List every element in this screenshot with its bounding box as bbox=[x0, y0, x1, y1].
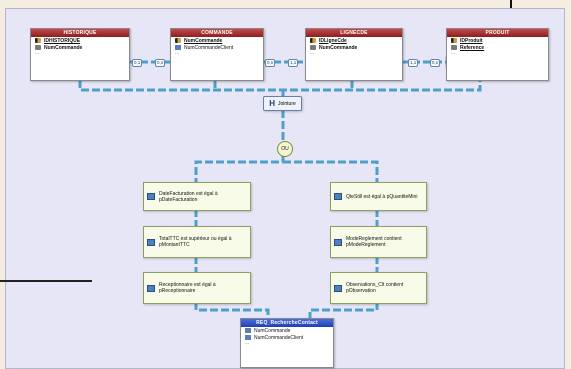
primary-key-icon bbox=[310, 38, 316, 43]
join-icon: H bbox=[269, 99, 275, 108]
or-operator-label: OU bbox=[281, 146, 289, 152]
cardinality-label[interactable]: 0,n bbox=[430, 59, 441, 67]
condition-icon bbox=[147, 193, 155, 200]
field-row[interactable]: Reference bbox=[447, 44, 548, 51]
divider-line bbox=[0, 280, 92, 282]
condition-icon bbox=[334, 284, 342, 292]
more-fields: ... bbox=[310, 50, 315, 56]
condition-icon bbox=[334, 193, 342, 200]
condition-box[interactable]: QteStill est égal à pQuantiteMini bbox=[330, 182, 427, 211]
foreign-key-icon bbox=[451, 45, 457, 50]
more-fields: ... bbox=[175, 50, 180, 56]
field-row[interactable]: NumCommande bbox=[171, 37, 263, 44]
field-row[interactable]: NumCommande bbox=[241, 327, 333, 334]
field-row[interactable]: IDProduit bbox=[447, 37, 548, 44]
primary-key-icon bbox=[451, 38, 457, 43]
field-name: NumCommandeClient bbox=[184, 44, 234, 51]
condition-text: ModeReglement contient pModeReglement bbox=[346, 236, 402, 248]
condition-icon bbox=[147, 238, 155, 246]
cardinality-label[interactable]: 0,1 bbox=[132, 59, 143, 67]
jointure-node[interactable]: H Jointure bbox=[263, 96, 302, 111]
field-name: NumCommandeClient bbox=[254, 334, 304, 341]
condition-box[interactable]: Observations_Clt contient pObservation bbox=[330, 272, 427, 304]
cardinality-label[interactable]: 0,n bbox=[155, 59, 166, 67]
condition-box[interactable]: DateFacturation est égal à pDateFacturat… bbox=[143, 182, 251, 211]
field-name: IDLigneCde bbox=[319, 37, 347, 44]
table-historique[interactable]: HISTORIQUE IDHISTORIQUE NumCommande ... bbox=[30, 28, 130, 81]
more-fields: ... bbox=[245, 340, 250, 346]
condition-text: Observations_Clt contient pObservation bbox=[346, 282, 404, 294]
field-row[interactable]: IDLigneCde bbox=[306, 37, 402, 44]
table-title: LIGNECDE bbox=[306, 29, 402, 37]
foreign-key-icon bbox=[310, 45, 316, 50]
field-row[interactable]: NumCommandeClient bbox=[171, 44, 263, 51]
cardinality-label[interactable]: 0,n bbox=[265, 59, 276, 67]
table-title: COMMANDE bbox=[171, 29, 263, 37]
field-name: IDProduit bbox=[460, 37, 483, 44]
condition-text: TotalTTC est supérieur ou égal à pMontan… bbox=[159, 236, 232, 248]
condition-box[interactable]: TotalTTC est supérieur ou égal à pMontan… bbox=[143, 226, 251, 258]
field-name: NumCommande bbox=[184, 37, 223, 44]
cardinality-label[interactable]: 1,1 bbox=[288, 59, 299, 67]
field-name: IDHISTORIQUE bbox=[44, 37, 81, 44]
field-row[interactable]: NumCommande bbox=[306, 44, 402, 51]
field-name: Reference bbox=[460, 44, 485, 51]
field-icon bbox=[245, 335, 251, 340]
condition-text: QteStill est égal à pQuantiteMini bbox=[346, 193, 418, 200]
condition-text: Receptionnaire est égal à pReceptionnair… bbox=[159, 282, 216, 294]
table-lignecde[interactable]: LIGNECDE IDLigneCde NumCommande ... bbox=[305, 28, 403, 81]
condition-icon bbox=[334, 238, 342, 246]
field-name: NumCommande bbox=[254, 327, 291, 334]
table-commande[interactable]: COMMANDE NumCommande NumCommandeClient .… bbox=[170, 28, 264, 81]
cardinality-label[interactable]: 1,1 bbox=[408, 59, 419, 67]
condition-box[interactable]: Receptionnaire est égal à pReceptionnair… bbox=[143, 272, 251, 304]
field-name: NumCommande bbox=[319, 44, 358, 51]
jointure-label: Jointure bbox=[277, 100, 296, 107]
primary-key-icon bbox=[175, 38, 181, 43]
result-table[interactable]: REQ_RechercheContact NumCommande NumComm… bbox=[240, 318, 334, 368]
field-icon bbox=[175, 45, 181, 50]
table-title: REQ_RechercheContact bbox=[241, 319, 333, 327]
or-operator-node[interactable]: OU bbox=[277, 141, 293, 157]
table-title: PRODUIT bbox=[447, 29, 548, 37]
table-title: HISTORIQUE bbox=[31, 29, 129, 37]
field-row[interactable]: NumCommande bbox=[31, 44, 129, 51]
more-fields: ... bbox=[35, 50, 40, 56]
field-row[interactable]: IDHISTORIQUE bbox=[31, 37, 129, 44]
table-produit[interactable]: PRODUIT IDProduit Reference ... bbox=[446, 28, 549, 81]
field-name: NumCommande bbox=[44, 44, 83, 51]
field-icon bbox=[245, 328, 251, 333]
primary-key-icon bbox=[35, 38, 41, 43]
more-fields: ... bbox=[451, 50, 456, 56]
condition-icon bbox=[147, 284, 155, 292]
condition-text: DateFacturation est égal à pDateFacturat… bbox=[159, 190, 218, 203]
foreign-key-icon bbox=[35, 45, 41, 50]
window-edge-mark bbox=[510, 0, 512, 12]
condition-box[interactable]: ModeReglement contient pModeReglement bbox=[330, 226, 427, 258]
field-row[interactable]: NumCommandeClient bbox=[241, 334, 333, 341]
